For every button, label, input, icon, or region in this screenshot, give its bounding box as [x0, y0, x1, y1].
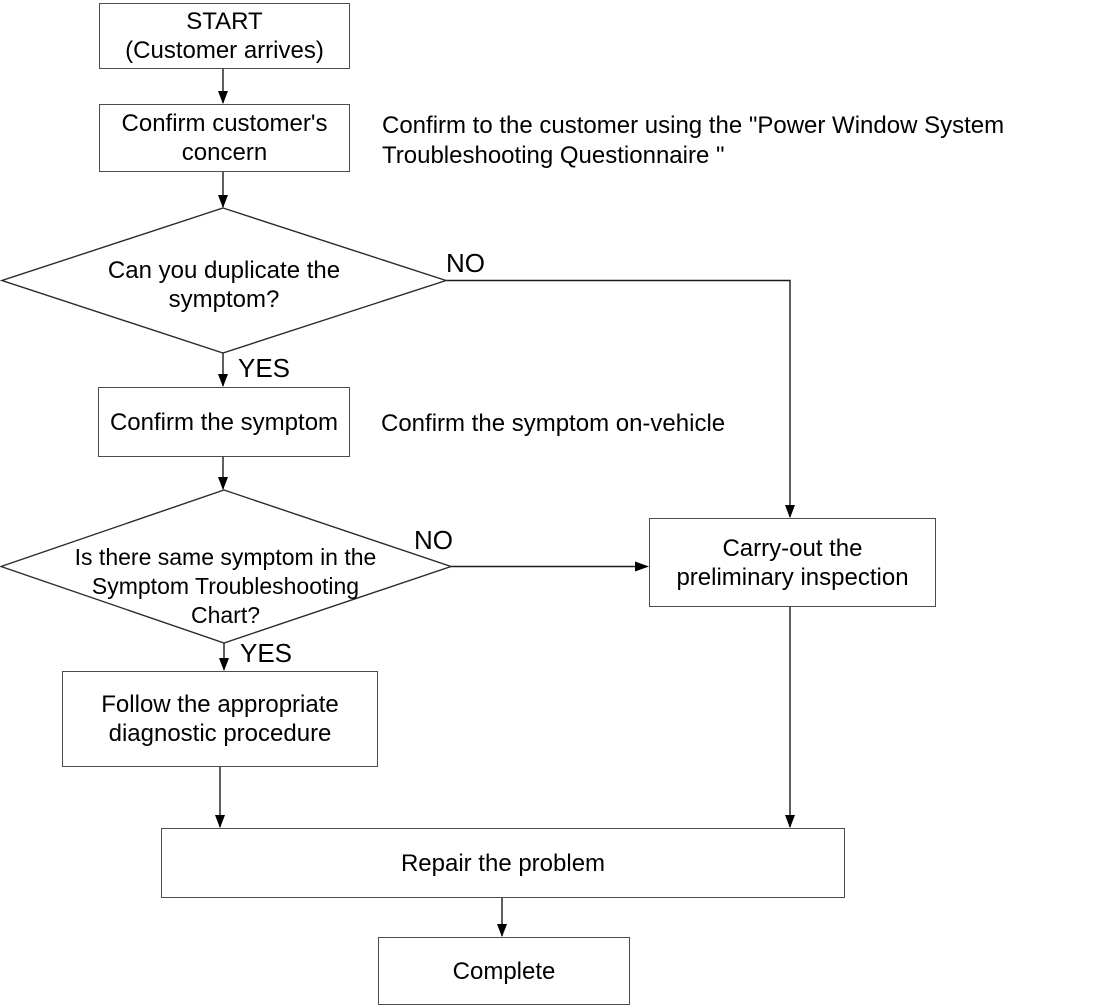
same-yes-label: YES [240, 638, 293, 668]
arrowhead-into-same-decision [218, 477, 228, 490]
decision-same-symptom-label: Is there same symptom in the Symptom Tro… [74, 544, 377, 628]
complete-node: Complete [378, 937, 630, 1005]
decision-duplicate-symptom-shape [0, 207, 449, 354]
repair-node: Repair the problem [161, 828, 845, 898]
arrowhead-into-repair-left [215, 815, 225, 828]
connector-duplicate-no-elbow-to-carry-out [446, 279, 791, 517]
duplicate-no-label: NO [446, 248, 485, 278]
follow-procedure-node: Follow the appropriate diagnostic proced… [62, 671, 378, 767]
questionnaire-note: Confirm to the customer using the "Power… [382, 112, 1005, 169]
arrowhead-into-carry-out-left [635, 561, 649, 572]
arrowhead-into-follow [219, 658, 229, 671]
same-no-label: NO [414, 525, 453, 555]
on-vehicle-note: Confirm the symptom on-vehicle [381, 410, 726, 437]
decision-same-symptom-shape [0, 489, 454, 644]
arrowhead-into-confirm-concern [218, 91, 228, 104]
arrowhead-into-duplicate-decision [218, 195, 228, 208]
arrowhead-into-repair-right [785, 815, 795, 828]
duplicate-yes-label: YES [238, 353, 291, 383]
arrowhead-into-confirm-symptom [218, 374, 228, 387]
confirm-concern-node: Confirm customer's concern [99, 104, 350, 172]
arrowhead-into-complete [497, 924, 507, 937]
confirm-symptom-node: Confirm the symptom [98, 387, 350, 457]
start-node: START (Customer arrives) [99, 3, 350, 69]
decision-duplicate-symptom-label: Can you duplicate the symptom? [107, 257, 341, 313]
carry-out-node: Carry-out the preliminary inspection [649, 518, 936, 607]
arrowhead-into-carry-out-top [785, 505, 795, 518]
